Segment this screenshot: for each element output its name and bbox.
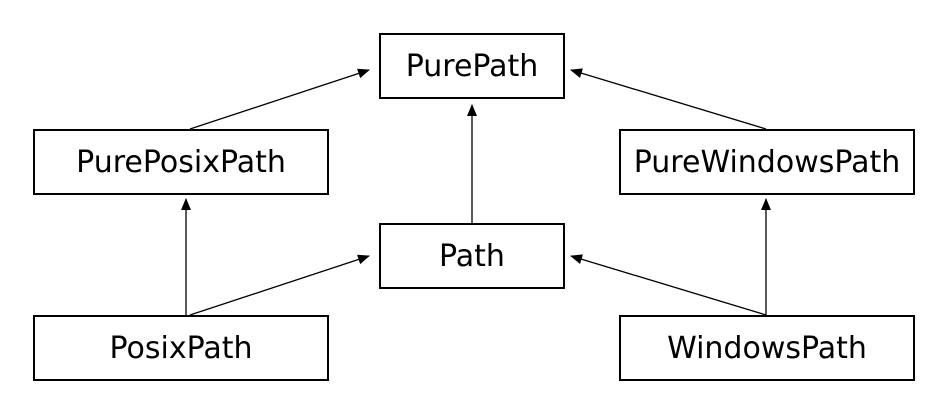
node-path: Path: [379, 223, 565, 289]
node-purepath: PurePath: [379, 33, 565, 99]
edge-pureposixpath-to-purepath: [189, 68, 370, 130]
edge-posixpath-to-path: [189, 254, 370, 316]
node-purewindowspath: PureWindowsPath: [619, 129, 915, 195]
edge-purewindowspath-to-purepath: [570, 68, 767, 130]
edge-windowspath-to-path: [570, 254, 767, 316]
node-pureposixpath: PurePosixPath: [33, 129, 329, 195]
node-windowspath: WindowsPath: [619, 315, 915, 381]
node-posixpath: PosixPath: [33, 315, 329, 381]
